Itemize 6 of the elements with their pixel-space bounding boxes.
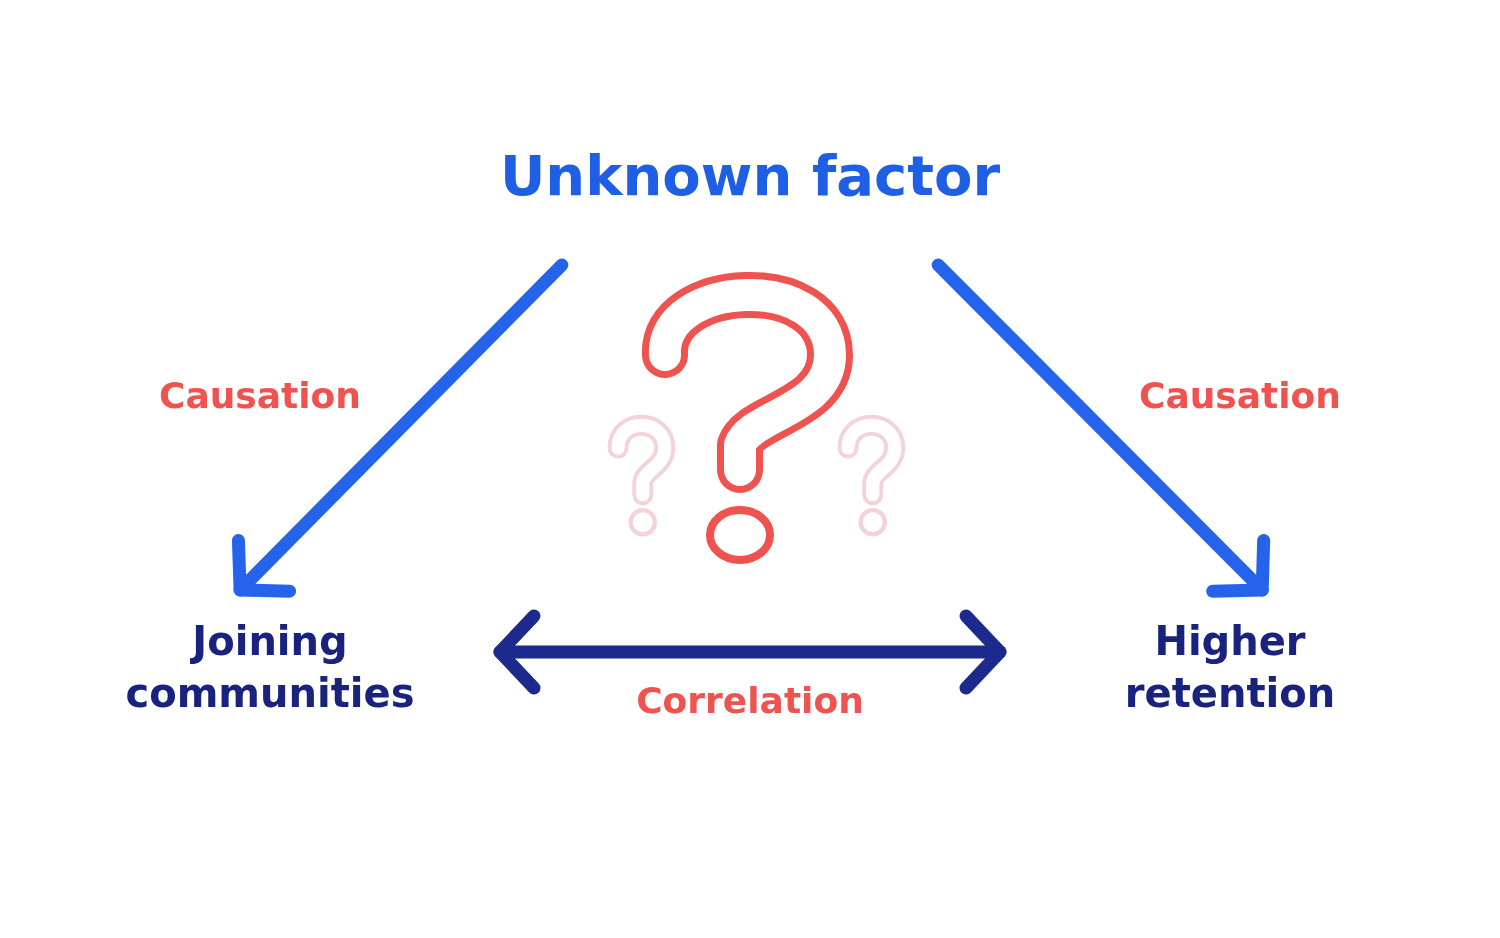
node-label: Higher retention — [1123, 617, 1337, 718]
node-label: Joining communities — [124, 617, 416, 718]
arrow — [493, 609, 1007, 695]
node-label: Unknown factor — [499, 142, 1001, 210]
arrow — [931, 258, 1271, 598]
arrow — [231, 258, 569, 598]
